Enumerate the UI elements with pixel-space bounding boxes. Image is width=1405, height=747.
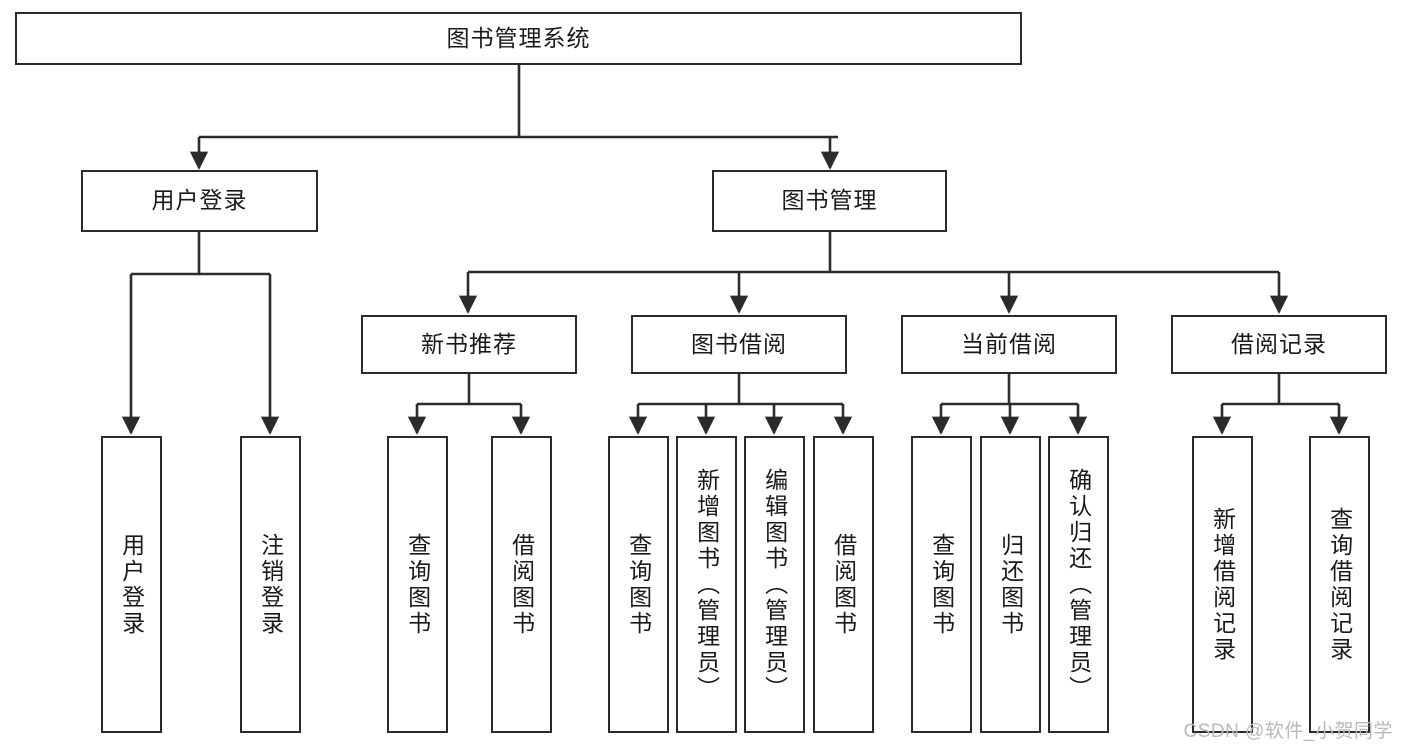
leaf-current-borrow-return-book[interactable]: 归还图书 bbox=[980, 436, 1041, 733]
leaf-label: 注销登录 bbox=[257, 532, 284, 637]
leaf-label: 查询借阅记录 bbox=[1326, 506, 1353, 663]
leaf-label: 新增图书（管理员） bbox=[693, 467, 720, 702]
node-new-book-recommend[interactable]: 新书推荐 bbox=[361, 315, 577, 374]
leaf-label: 确认归还（管理员） bbox=[1065, 467, 1092, 702]
leaf-label: 查询图书 bbox=[404, 532, 431, 637]
leaf-user-login-login[interactable]: 用户登录 bbox=[101, 436, 162, 733]
leaf-current-borrow-confirm-return[interactable]: 确认归还（管理员） bbox=[1048, 436, 1109, 733]
leaf-book-borrow-edit-book[interactable]: 编辑图书（管理员） bbox=[744, 436, 805, 733]
leaf-label: 查询图书 bbox=[625, 532, 652, 637]
leaf-book-borrow-borrow-book[interactable]: 借阅图书 bbox=[813, 436, 874, 733]
leaf-label: 查询图书 bbox=[928, 532, 955, 637]
watermark: CSDN @软件_小贺同学 bbox=[1183, 721, 1393, 742]
leaf-book-borrow-query-book[interactable]: 查询图书 bbox=[608, 436, 669, 733]
leaf-new-book-query-book[interactable]: 查询图书 bbox=[387, 436, 448, 733]
leaf-label: 归还图书 bbox=[997, 532, 1024, 637]
leaf-new-book-borrow-book[interactable]: 借阅图书 bbox=[491, 436, 552, 733]
node-book-management[interactable]: 图书管理 bbox=[712, 170, 947, 232]
node-book-borrow[interactable]: 图书借阅 bbox=[631, 315, 847, 374]
leaf-user-login-logout[interactable]: 注销登录 bbox=[240, 436, 301, 733]
node-root-system[interactable]: 图书管理系统 bbox=[15, 12, 1022, 65]
node-user-login[interactable]: 用户登录 bbox=[81, 170, 318, 232]
leaf-borrow-record-query-record[interactable]: 查询借阅记录 bbox=[1309, 436, 1370, 733]
leaf-label: 用户登录 bbox=[118, 532, 145, 637]
leaf-book-borrow-add-book[interactable]: 新增图书（管理员） bbox=[676, 436, 737, 733]
leaf-label: 编辑图书（管理员） bbox=[761, 467, 788, 702]
node-current-borrow[interactable]: 当前借阅 bbox=[901, 315, 1117, 374]
leaf-current-borrow-query-book[interactable]: 查询图书 bbox=[911, 436, 972, 733]
leaf-label: 借阅图书 bbox=[508, 532, 535, 637]
node-borrow-record[interactable]: 借阅记录 bbox=[1171, 315, 1387, 374]
leaf-label: 新增借阅记录 bbox=[1209, 506, 1236, 663]
leaf-label: 借阅图书 bbox=[830, 532, 857, 637]
leaf-borrow-record-add-record[interactable]: 新增借阅记录 bbox=[1192, 436, 1253, 733]
